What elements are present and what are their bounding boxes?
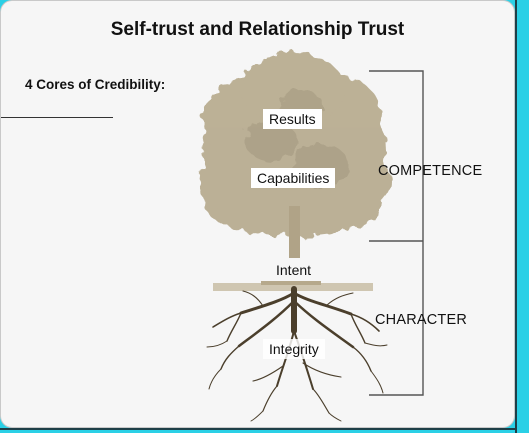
- cores-heading: 4 Cores of Credibility:: [25, 77, 166, 92]
- grouping-bracket: [369, 70, 424, 396]
- slide-title: Self-trust and Relationship Trust: [110, 19, 405, 40]
- group-label-competence: COMPETENCE: [378, 163, 483, 179]
- tree-roots: [206, 286, 388, 422]
- tree-label-intent: Intent: [276, 262, 312, 278]
- tree-label-capabilities: Capabilities: [251, 168, 336, 188]
- heading-rule: [1, 117, 113, 118]
- frame-edge-bottom: [0, 428, 517, 430]
- tree-label-integrity: Integrity: [263, 339, 325, 359]
- group-label-character: CHARACTER: [375, 312, 468, 328]
- tree-label-results: Results: [263, 109, 322, 129]
- trust-tree-illustration: [199, 53, 424, 422]
- tree-trunk: [289, 206, 300, 258]
- frame-edge-right: [515, 0, 517, 433]
- slide-card: Self-trust and Relationship Trust 4 Core…: [0, 0, 515, 428]
